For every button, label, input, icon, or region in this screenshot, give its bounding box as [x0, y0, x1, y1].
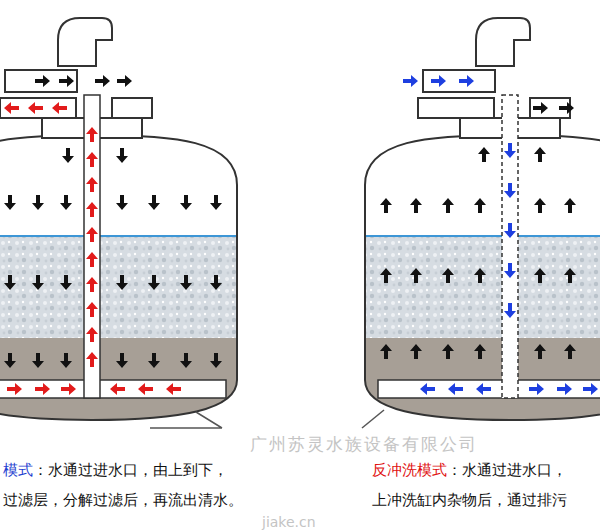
caption-row: 模式：水通过进水口，由上到下， [3, 460, 228, 480]
caption-row: 上冲洗缸内杂物后，通过排污 [372, 490, 567, 510]
mode-name: 反冲洗模式 [372, 460, 447, 480]
caption-row: 过滤层，分解过滤后，再流出清水。 [3, 490, 243, 510]
caption-row: 反冲洗模式：水通过进水口， [372, 460, 567, 480]
caption-row: 广州苏灵水族设备有限公司 [250, 434, 478, 454]
mode-name: 模式 [3, 460, 33, 480]
caption-text: 上冲洗缸内杂物后，通过排污 [372, 490, 567, 510]
caption-text: 过滤层，分解过滤后，再流出清水。 [3, 490, 243, 510]
caption-row: jiake.cn [262, 512, 316, 530]
watermark: 广州苏灵水族设备有限公司 [250, 434, 478, 454]
watermark: jiake.cn [262, 512, 316, 530]
caption-text: ：水通过进水口， [447, 460, 567, 480]
caption-text: ：水通过进水口，由上到下， [33, 460, 228, 480]
